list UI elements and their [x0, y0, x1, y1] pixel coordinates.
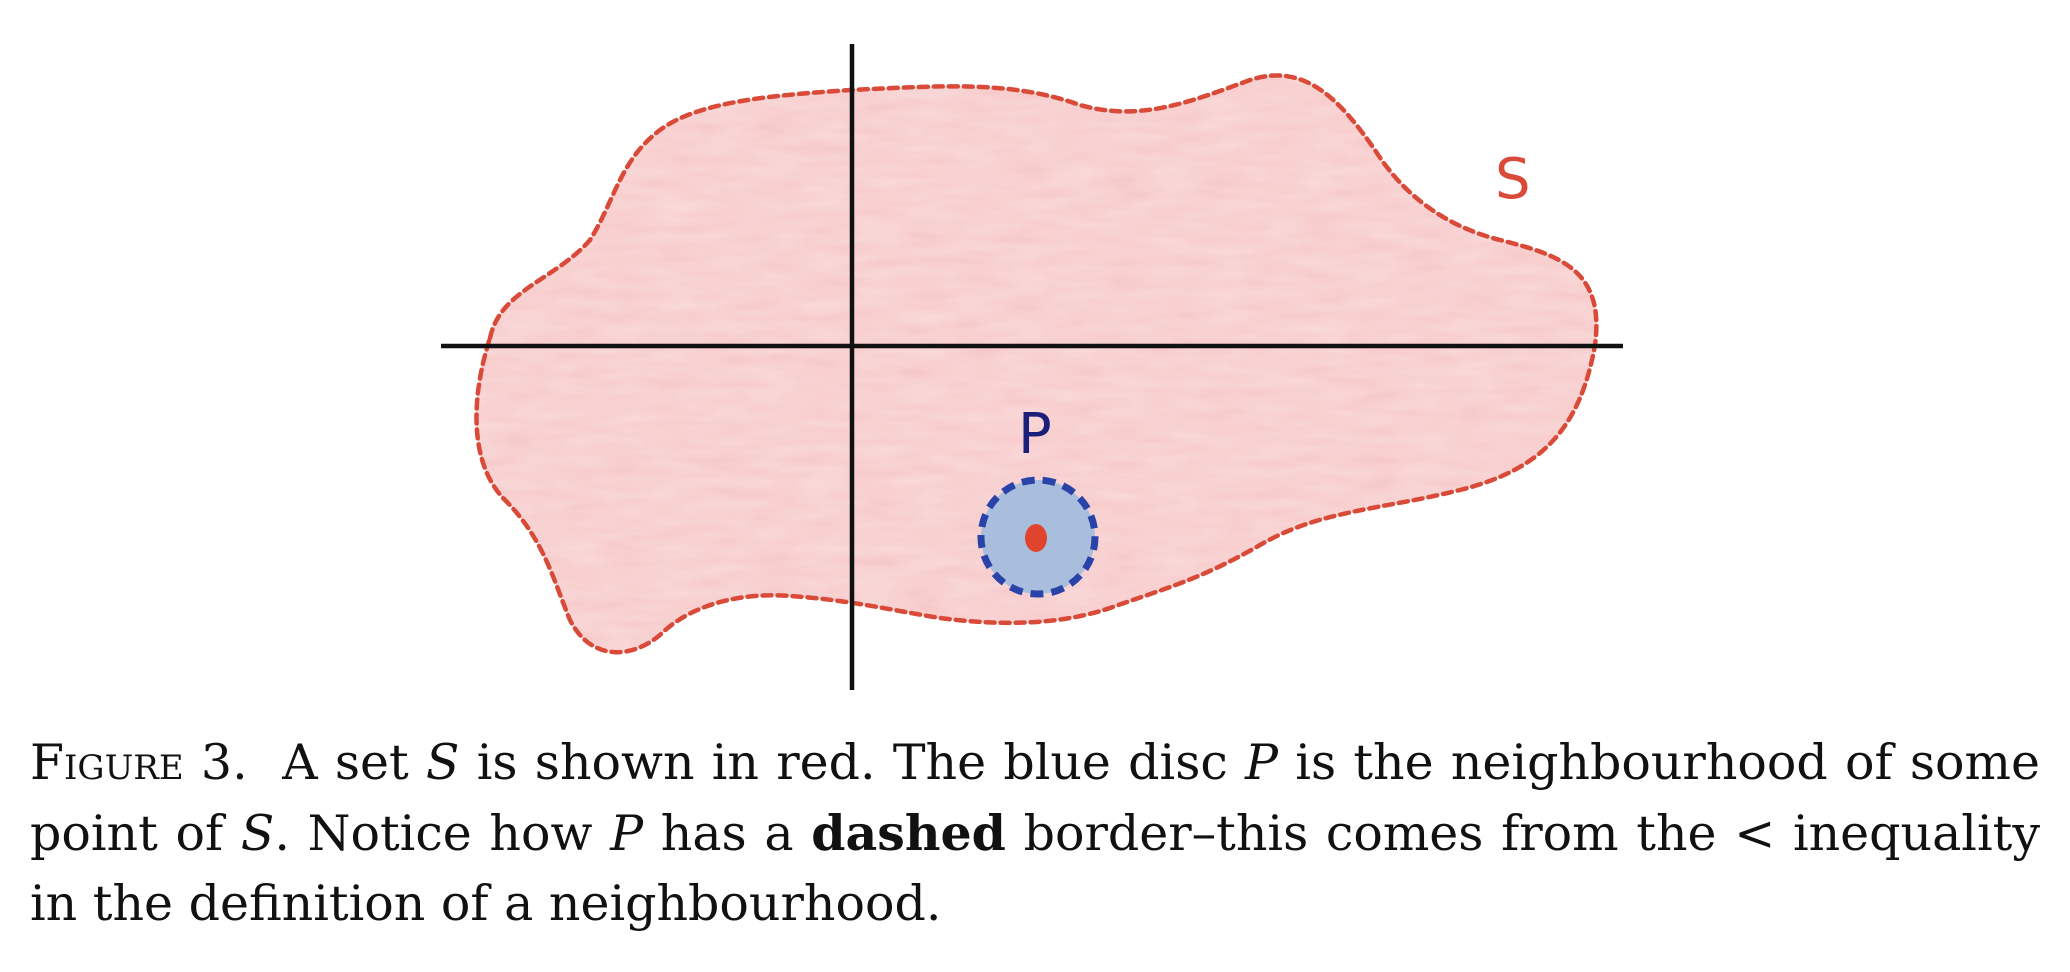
set-s-region: [476, 75, 1597, 653]
caption-text: A set: [282, 734, 409, 791]
caption-math-p: P: [1245, 734, 1279, 791]
set-s-border: [474, 73, 1599, 655]
figure-caption: Figure 3. A set S is shown in red. The b…: [30, 728, 2040, 939]
caption-math-p: P: [610, 805, 644, 862]
figure-number: 3.: [200, 734, 248, 791]
caption-bold-word: dashed: [811, 804, 1006, 862]
caption-text: is the neighbourhood of some point of: [30, 734, 2041, 862]
caption-text: inequality in the definition of a neighb…: [30, 805, 2041, 932]
disc-p-label: P: [1018, 402, 1052, 467]
set-diagram: S P: [441, 44, 1623, 690]
caption-text: border–this comes from the <: [1023, 805, 1776, 862]
caption-math-s: S: [240, 805, 275, 862]
caption-math-s: S: [425, 734, 460, 791]
figure-word: Figure: [30, 734, 184, 791]
point-dot: [1025, 524, 1047, 552]
caption-text: is shown in red. The blue disc: [476, 734, 1228, 791]
set-s-label: S: [1495, 147, 1531, 212]
caption-text: has a: [660, 805, 794, 862]
caption-text: . Notice how: [274, 805, 593, 862]
